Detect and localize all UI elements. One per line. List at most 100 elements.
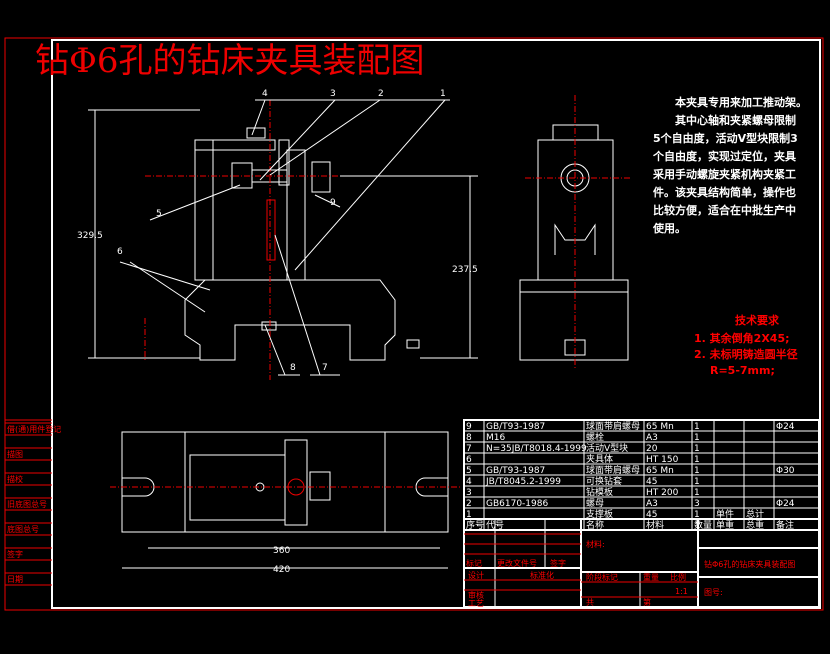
bom-cell: 5	[466, 466, 472, 476]
bom-cell: GB6170-1986	[486, 499, 548, 509]
bom-cell: 8	[466, 433, 472, 443]
svg-text:其中心轴和夹紧螺母限制: 其中心轴和夹紧螺母限制	[675, 113, 796, 127]
svg-text:工艺: 工艺	[468, 599, 484, 608]
svg-text:个自由度，实现过定位，夹具: 个自由度，实现过定位，夹具	[652, 149, 796, 163]
bom-cell: 总计	[746, 508, 764, 520]
bom-cell: 1	[694, 455, 700, 465]
svg-text:比较方便，适合在中批生产中: 比较方便，适合在中批生产中	[653, 203, 796, 217]
balloon-8: 8	[290, 363, 296, 373]
material-label: 材料:	[586, 539, 605, 549]
dim-360: 360	[273, 546, 290, 556]
balloon-7: 7	[322, 363, 328, 373]
balloon-6: 6	[117, 247, 123, 257]
svg-text:重量: 重量	[643, 572, 659, 582]
stamp-label: 日期	[7, 575, 23, 584]
drawing-number-label: 图号:	[704, 588, 723, 597]
bom-cell: HT 200	[646, 488, 679, 498]
side-view	[519, 95, 630, 370]
bom-cell: 2	[466, 499, 472, 509]
bom-cell: Φ24	[776, 499, 795, 509]
bom-cell: 球面带肩螺母	[586, 464, 640, 476]
bom-cell: GB/T93-1987	[486, 422, 545, 432]
technical-requirements: 技术要求 1. 其余倒角2X45; 2. 未标明铸造圆半径 R=5-7mm;	[694, 313, 798, 377]
bom-cell: 45	[646, 477, 657, 487]
svg-text:审核: 审核	[468, 590, 484, 600]
bom-cell: 球面带肩螺母	[586, 420, 640, 432]
svg-text:2. 未标明铸造圆半径: 2. 未标明铸造圆半径	[694, 347, 798, 361]
svg-text:更改文件号: 更改文件号	[497, 558, 537, 568]
dim-237-5: 237.5	[452, 265, 478, 275]
balloon-1: 1	[440, 89, 446, 99]
svg-text:第: 第	[643, 597, 651, 607]
svg-text:标准化: 标准化	[530, 570, 554, 580]
title-block: 材料: 钻Φ6孔的钻床夹具装配图 图号: 1:1 标记 更改文件号 签字 设计 …	[463, 518, 820, 608]
bom-cell: 45	[646, 510, 657, 520]
bom-cell: GB/T93-1987	[486, 466, 545, 476]
leader-lines: 1 2 3 4 5 6 7 8 9	[117, 89, 450, 376]
bom-cell: N=35JB/T8018.4-1999	[486, 444, 587, 454]
balloon-9: 9	[330, 198, 336, 208]
bom-cell: 1	[694, 444, 700, 454]
scale-value: 1:1	[675, 587, 688, 596]
bom-cell: JB/T8045.2-1999	[485, 477, 561, 487]
bom-cell: 可换钻套	[586, 475, 622, 487]
bom-cell: 螺母	[586, 498, 604, 509]
bom-header: 总重	[746, 519, 764, 531]
bom-header: 材料	[646, 519, 664, 531]
svg-text:阶段标记: 阶段标记	[586, 572, 618, 582]
svg-text:件。该夹具结构简单，操作也: 件。该夹具结构简单，操作也	[653, 185, 796, 199]
stamp-label: 描校	[7, 474, 23, 484]
bom-cell: 6	[466, 455, 472, 465]
drawing-title: 钻Φ6孔的钻床夹具装配图	[35, 41, 425, 81]
bom-cell: 4	[466, 477, 472, 487]
balloon-4: 4	[262, 89, 268, 99]
bom-cell: 20	[646, 444, 658, 454]
bom-cell: HT 150	[646, 455, 679, 465]
bom-cell: 1	[694, 477, 700, 487]
stamp-label: 描图	[7, 449, 23, 459]
description: 本夹具专用来加工推动架。 其中心轴和夹紧螺母限制 5个自由度，活动V型块限制3 …	[652, 95, 807, 235]
bom-header: 数量	[694, 519, 712, 531]
bom-cell: 螺栓	[586, 431, 604, 443]
inner-frame	[51, 39, 821, 609]
bom-cell: 支撑板	[586, 508, 613, 520]
svg-text:共: 共	[586, 598, 594, 607]
bom-cell: 活动V型块	[586, 442, 628, 454]
stamp-label: 借(通)用件登记	[7, 424, 61, 434]
bom-cell: M16	[486, 433, 505, 443]
svg-text:签字: 签字	[550, 558, 566, 568]
svg-text:R=5-7mm;: R=5-7mm;	[710, 364, 775, 377]
bom-cell: 单件	[716, 508, 734, 520]
bom-cell: Φ24	[776, 422, 795, 432]
bom-cell: 夹具体	[586, 453, 613, 465]
svg-text:1. 其余倒角2X45;: 1. 其余倒角2X45;	[694, 331, 790, 345]
bom-cell: 1	[694, 510, 700, 520]
bom-cell: 9	[466, 422, 472, 432]
svg-text:使用。: 使用。	[652, 221, 686, 235]
bom-cell: 1	[466, 510, 472, 520]
bom-cell: 钻模板	[586, 486, 613, 498]
outer-border	[4, 37, 824, 611]
bom-header: 名称	[586, 519, 604, 531]
svg-text:标记: 标记	[466, 558, 482, 568]
bom-cell: 1	[694, 466, 700, 476]
stamp-label: 签字	[7, 549, 23, 559]
bom-header: 备注	[776, 519, 794, 531]
svg-text:5个自由度，活动V型块限制3: 5个自由度，活动V型块限制3	[653, 131, 798, 145]
bom-cell: 3	[466, 488, 472, 498]
drawing-name: 钻Φ6孔的钻床夹具装配图	[704, 559, 795, 569]
bom-cell: 3	[694, 499, 700, 509]
balloon-3: 3	[330, 89, 336, 99]
svg-text:设计: 设计	[468, 570, 484, 580]
bom-cell: 1	[694, 488, 700, 498]
bom-cell: A3	[646, 499, 658, 509]
bom-cell: A3	[646, 433, 658, 443]
dimensions: 329.5 237.5 360 420	[77, 109, 478, 575]
dim-329-5: 329.5	[77, 231, 103, 241]
bom-cell: 1	[694, 422, 700, 432]
balloon-5: 5	[156, 209, 162, 219]
front-view	[144, 100, 420, 380]
